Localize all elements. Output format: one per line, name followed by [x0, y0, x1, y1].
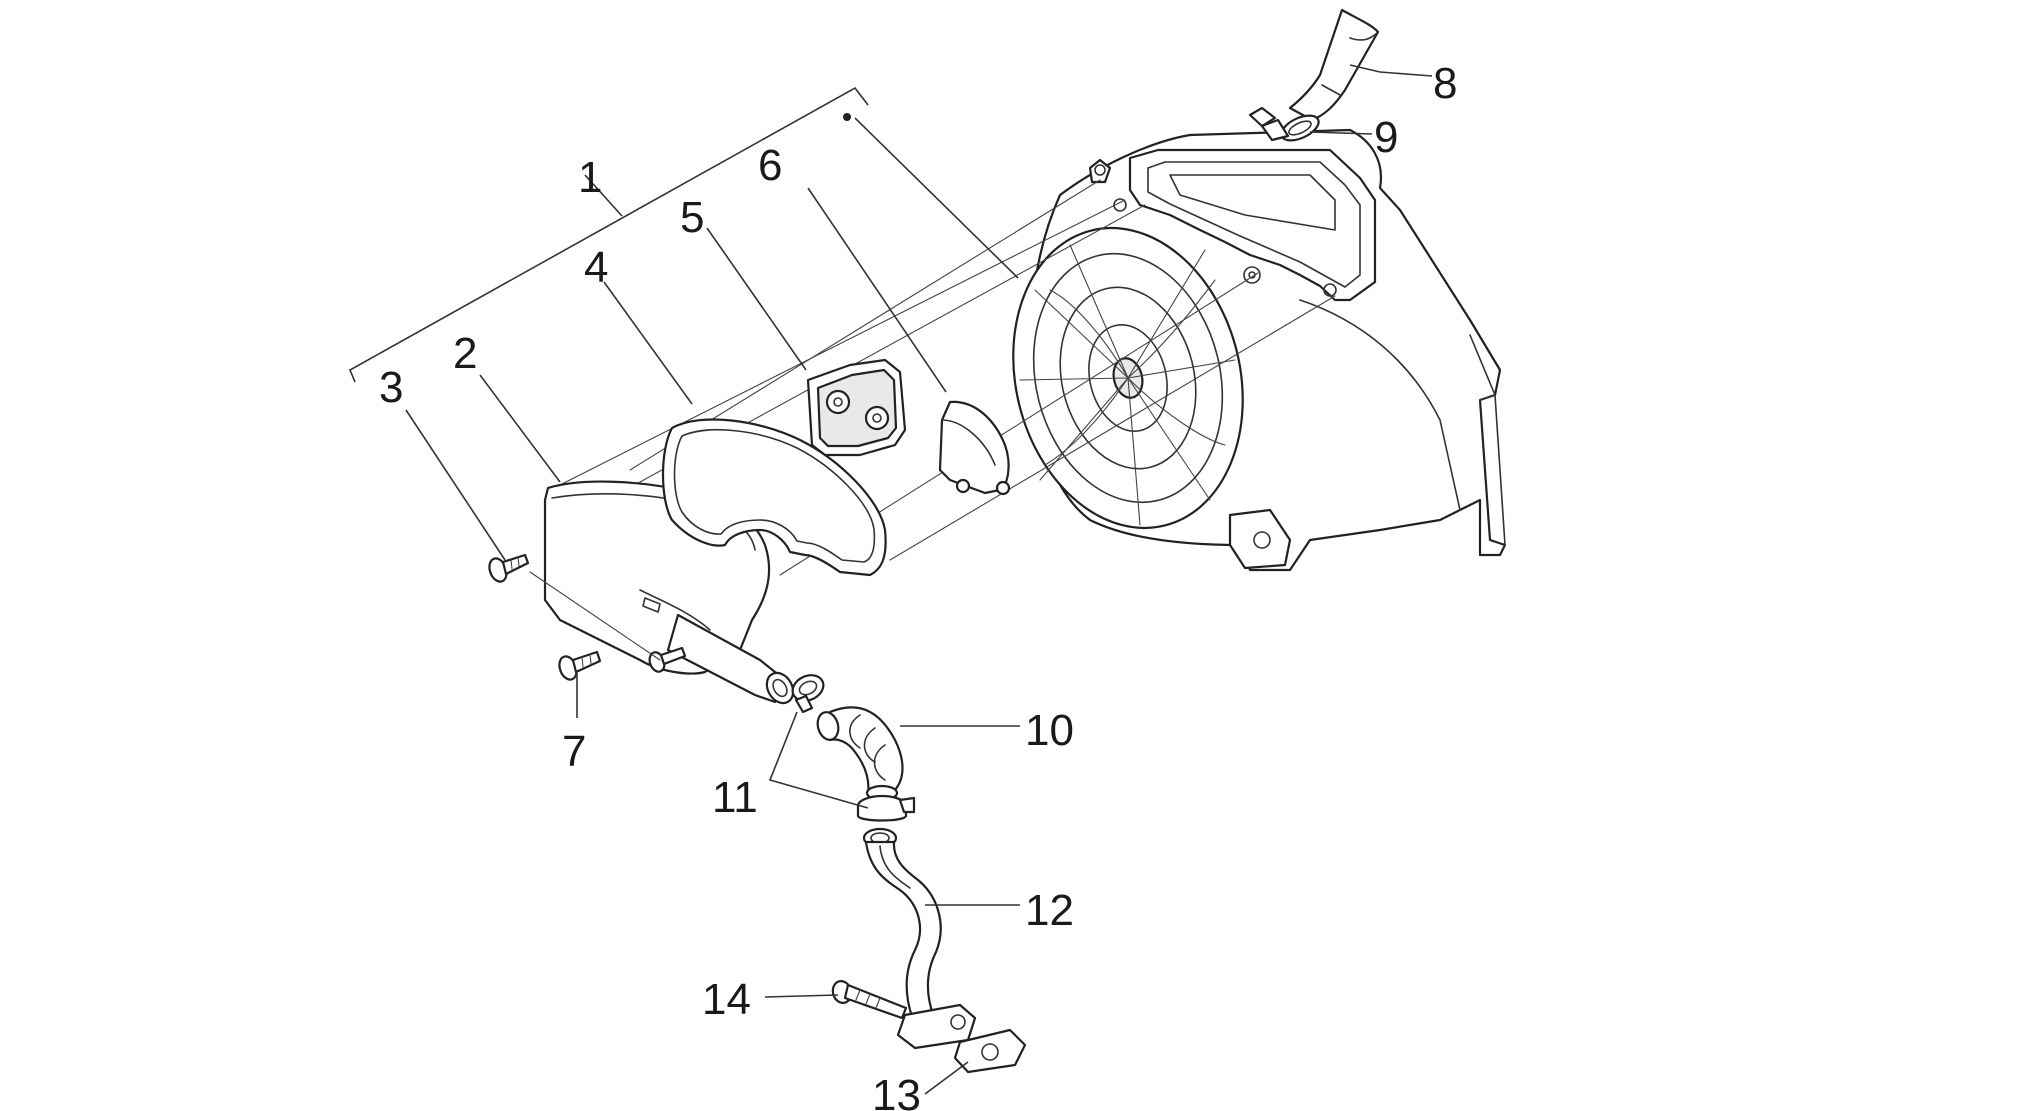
callout-6: 6: [758, 141, 782, 190]
breather-pipe: [862, 827, 977, 1050]
callout-5: 5: [680, 193, 704, 242]
callout-1: 1: [578, 153, 602, 202]
gasket: [661, 418, 887, 577]
callout-2: 2: [453, 329, 477, 378]
callout-labels: 1 2 3 4 5 6 7 8 9 10 11 12 13 14: [379, 59, 1457, 1111]
seal-cap: [938, 400, 1011, 496]
callout-9: 9: [1374, 113, 1398, 162]
leader-lines: [405, 64, 1433, 1095]
callout-7: 7: [562, 727, 586, 776]
upper-hose: [1288, 8, 1380, 122]
filter-element: [806, 358, 907, 457]
assembly-bracket: [348, 86, 869, 383]
hose-clamp-upper: [791, 674, 825, 714]
elbow-hose: [816, 706, 904, 802]
callout-3: 3: [379, 363, 403, 412]
upper-hose-clamp: [1248, 106, 1320, 142]
callout-14: 14: [702, 975, 751, 1024]
callout-10: 10: [1025, 706, 1074, 755]
callout-8: 8: [1433, 59, 1457, 108]
screw-14: [831, 980, 908, 1020]
callout-13: 13: [872, 1071, 921, 1111]
callout-4: 4: [584, 243, 608, 292]
callout-12: 12: [1025, 886, 1074, 935]
flange-gasket: [953, 1028, 1027, 1074]
screw-3: [488, 553, 530, 583]
callout-11: 11: [712, 773, 758, 822]
hose-clamp-lower: [856, 794, 916, 822]
screw-7b: [648, 646, 687, 673]
screw-7a: [558, 650, 602, 681]
